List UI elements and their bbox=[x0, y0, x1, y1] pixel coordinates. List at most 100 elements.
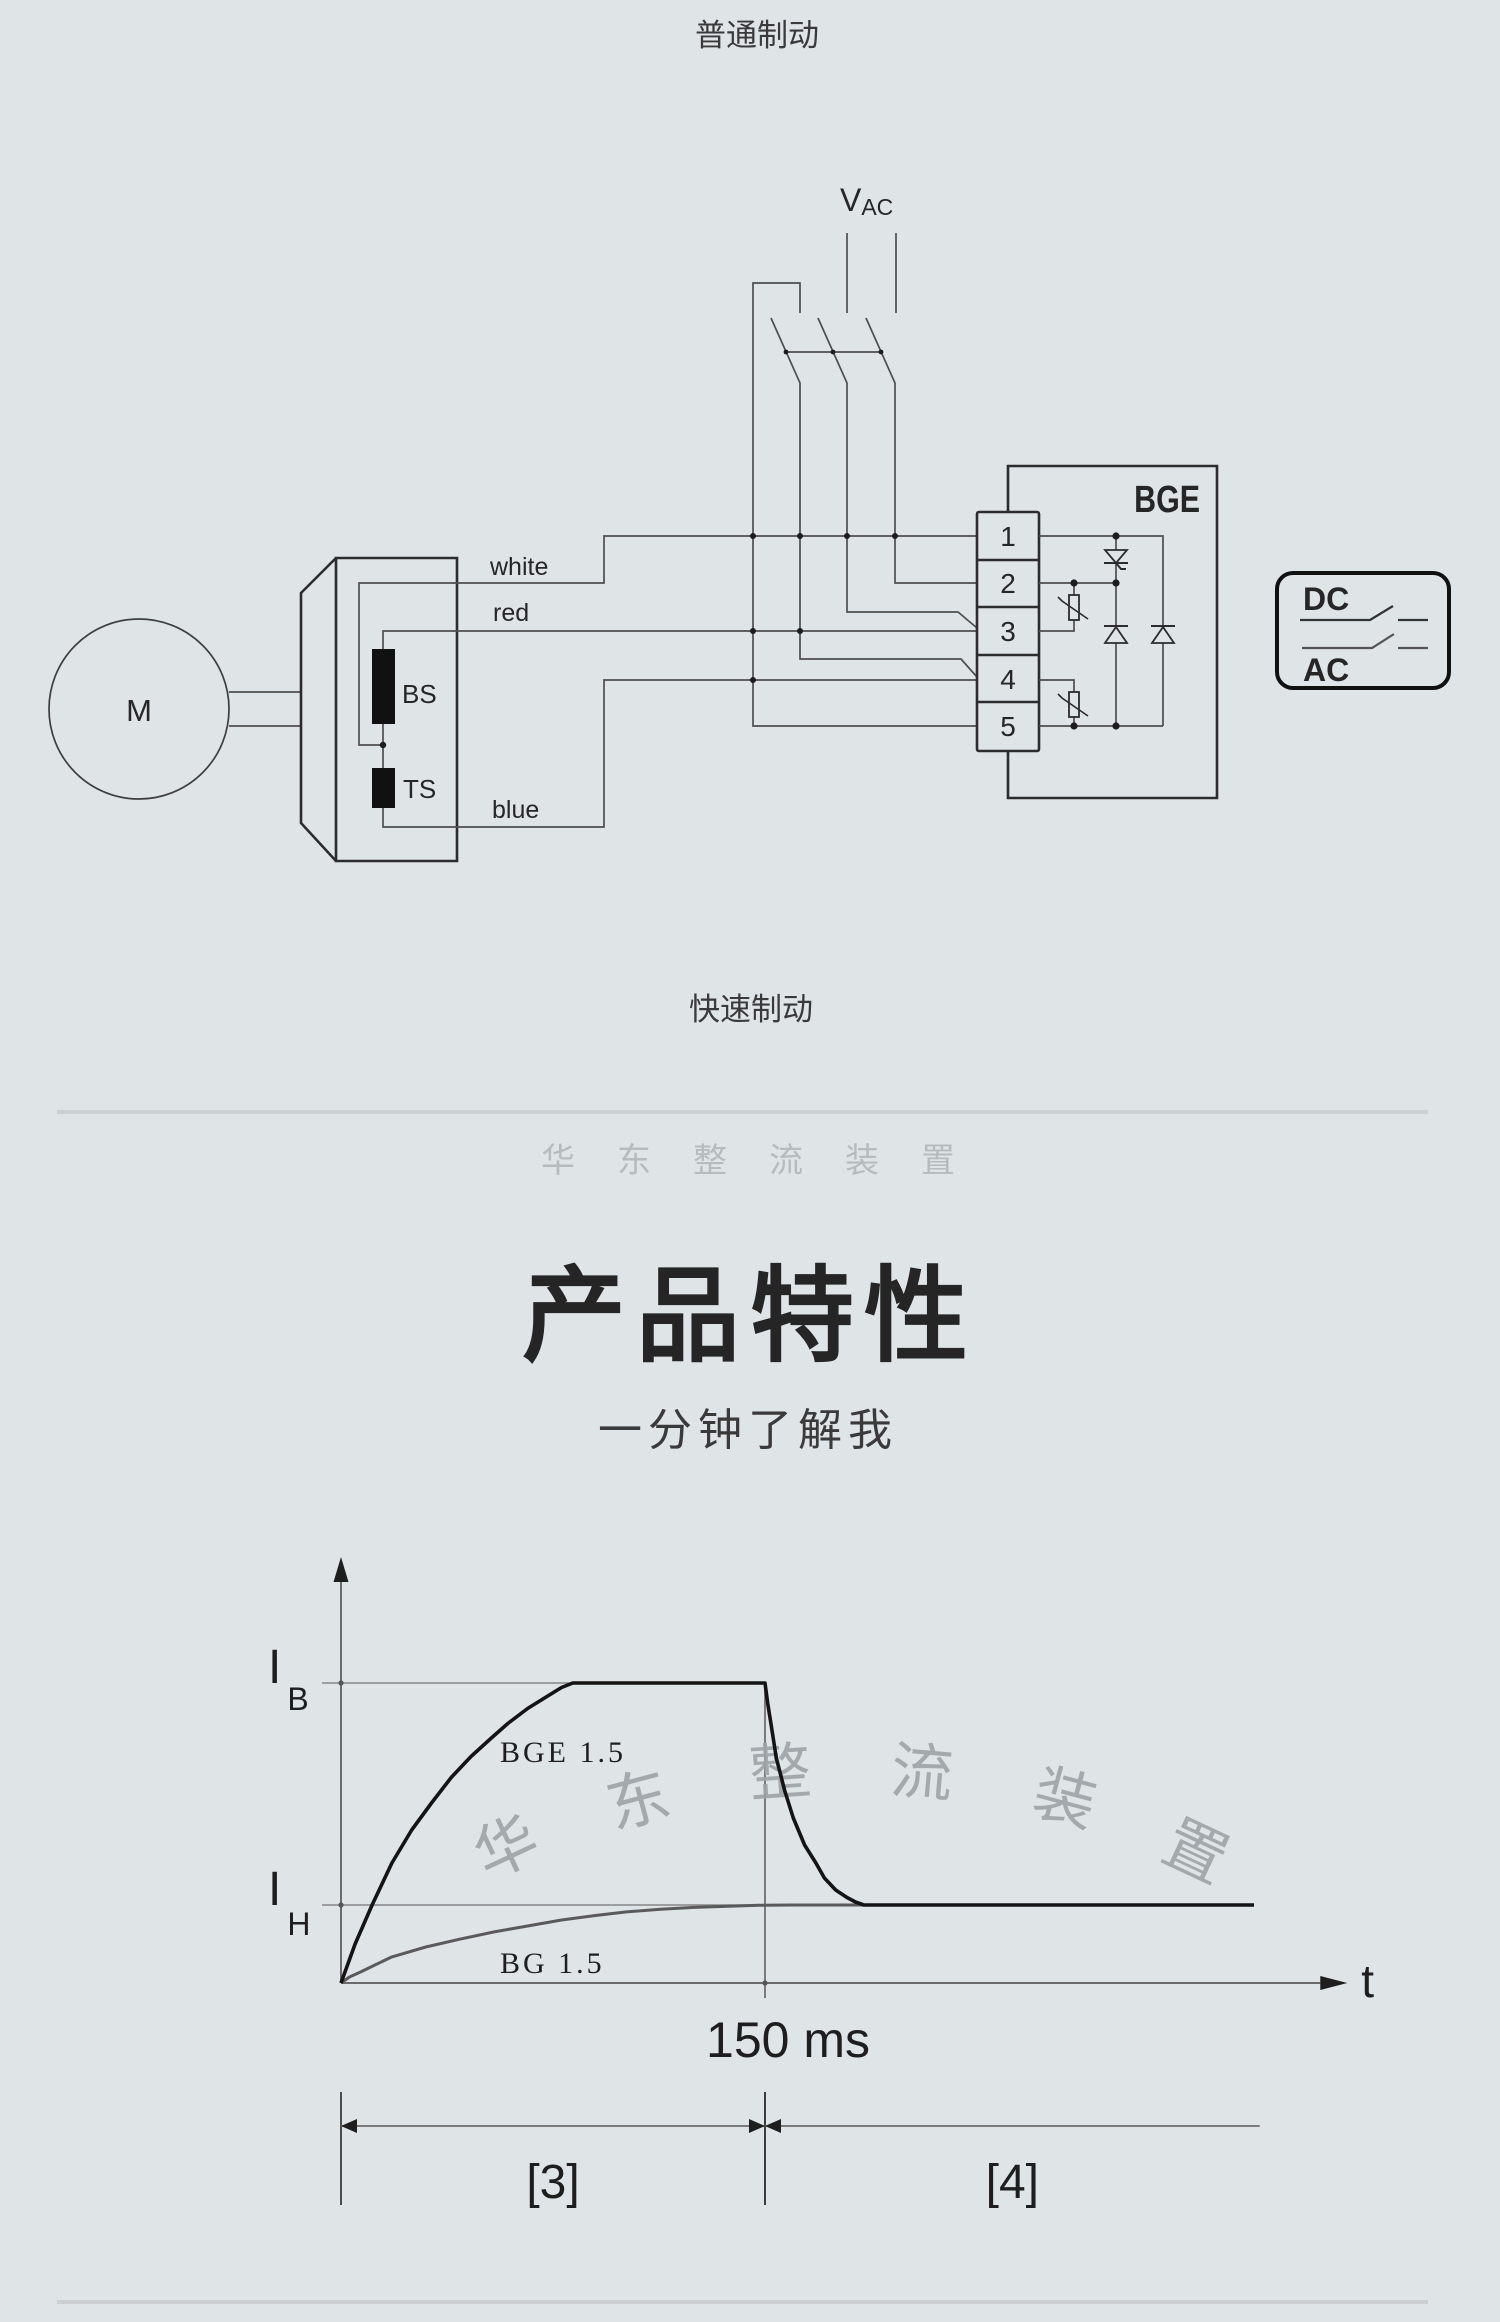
junction-dot bbox=[797, 533, 803, 539]
chart-axes bbox=[333, 1557, 1348, 1990]
features-subtitle: 一分钟了解我 bbox=[598, 1405, 898, 1456]
junction-dot bbox=[750, 628, 756, 634]
ib-symbol: I bbox=[268, 1641, 281, 1694]
reference-tick-ih bbox=[338, 1902, 344, 1908]
brake-housing-flange bbox=[299, 557, 337, 862]
junction-dot bbox=[1112, 532, 1120, 540]
brand-char: 东 bbox=[617, 1141, 651, 1181]
span-arrowhead bbox=[341, 2119, 357, 2133]
current-curve-chart: IB IH 华 东 整 流 装 置 BGE 1.5 BG 1.5 t 150 m… bbox=[268, 1557, 1374, 2209]
dc-ac-switching-icon: DC AC bbox=[1275, 571, 1451, 690]
diode-body bbox=[1103, 625, 1129, 644]
brand-char: 置 bbox=[921, 1141, 955, 1181]
switch-box-frame bbox=[1275, 571, 1451, 690]
watermark-char: 流 bbox=[888, 1733, 956, 1811]
span-label-3: [3] bbox=[526, 2156, 579, 2209]
junction-dot bbox=[1070, 579, 1078, 587]
series-label-bge-1-5: BGE 1.5 bbox=[500, 1736, 626, 1769]
linkage-dot bbox=[830, 349, 836, 355]
junction-dot bbox=[892, 533, 898, 539]
terminal-dividers bbox=[977, 558, 1039, 704]
brake-coil-ts bbox=[372, 768, 395, 808]
normal-brake-caption: 普通制动 bbox=[695, 18, 819, 54]
diode-icon bbox=[1103, 625, 1129, 644]
return-wire-terminal-5 bbox=[752, 282, 977, 727]
white-wire-label: white bbox=[489, 553, 548, 581]
white-wire bbox=[358, 535, 977, 746]
fast-brake-caption: 快速制动 bbox=[689, 992, 813, 1028]
thyristor-body bbox=[1103, 549, 1129, 565]
watermark-char: 华 bbox=[463, 1801, 550, 1893]
diode-icon bbox=[1150, 625, 1176, 644]
blue-wire-label: blue bbox=[492, 796, 539, 824]
span-arrowhead bbox=[765, 2119, 781, 2133]
varistor-icon bbox=[1057, 691, 1089, 718]
terminal-5-label: 5 bbox=[1000, 711, 1016, 742]
y-axis-arrowhead bbox=[333, 1557, 349, 1582]
brand-char: 流 bbox=[769, 1141, 803, 1181]
blue-wire bbox=[382, 679, 977, 828]
brake-coil-bs bbox=[372, 649, 395, 724]
switch-pole-1-wire bbox=[770, 317, 978, 678]
red-wire-label: red bbox=[493, 599, 529, 627]
supply-voltage-label: VAC bbox=[840, 182, 893, 220]
x-marker-tick bbox=[762, 1980, 768, 1986]
ih-label: IH bbox=[268, 1863, 310, 1942]
watermark-char: 置 bbox=[1152, 1805, 1239, 1897]
diode-body bbox=[1150, 625, 1176, 644]
linkage-dot bbox=[783, 349, 789, 355]
linkage-dot bbox=[878, 349, 884, 355]
brake-housing bbox=[334, 556, 459, 863]
ih-symbol: I bbox=[268, 1863, 281, 1916]
motor-label: M bbox=[126, 693, 152, 728]
terminal-4-label: 4 bbox=[1000, 664, 1016, 695]
motor-symbol bbox=[48, 618, 230, 800]
junction-dot bbox=[844, 533, 850, 539]
dc-switch-contact bbox=[1300, 605, 1428, 622]
span-label-4: [4] bbox=[986, 2156, 1039, 2209]
brand-char: 装 bbox=[845, 1141, 879, 1181]
ib-label: IB bbox=[268, 1641, 309, 1717]
watermark-char: 装 bbox=[1025, 1755, 1104, 1842]
x-axis-arrowhead bbox=[1320, 1976, 1348, 1990]
junction-dot bbox=[1112, 579, 1120, 587]
junction-dot bbox=[750, 533, 756, 539]
varistor-body bbox=[1068, 594, 1080, 621]
features-title: 产品特性 bbox=[522, 1255, 978, 1377]
coil-ts-label: TS bbox=[403, 774, 436, 804]
chart-duration-spans bbox=[340, 2092, 1260, 2205]
junction-dot bbox=[1070, 722, 1078, 730]
varistor-icon bbox=[1057, 594, 1089, 621]
supply-voltage-symbol: V bbox=[840, 182, 862, 218]
junction-dot bbox=[797, 628, 803, 634]
switch-pole-3-wire bbox=[865, 317, 977, 584]
thyristor-icon bbox=[1103, 549, 1129, 570]
ib-subscript: B bbox=[287, 1681, 308, 1717]
terminal-2-label: 2 bbox=[1000, 568, 1016, 599]
terminal-3-label: 3 bbox=[1000, 616, 1016, 647]
brand-divider-text: 华 东 整 流 装 置 bbox=[541, 1141, 955, 1181]
varistor-slash bbox=[1057, 693, 1089, 717]
ih-subscript: H bbox=[287, 1906, 310, 1942]
internal-wire-terminal-1 bbox=[1039, 535, 1164, 726]
coil-bs-label: BS bbox=[402, 679, 437, 709]
chart-series bbox=[339, 1681, 1254, 1985]
reference-tick-ib bbox=[338, 1680, 344, 1686]
junction-dot bbox=[750, 677, 756, 683]
brand-char: 整 bbox=[693, 1141, 727, 1181]
switch-box-dc-label: DC bbox=[1303, 581, 1349, 617]
series-label-bg-1-5: BG 1.5 bbox=[500, 1947, 605, 1980]
terminal-1-label: 1 bbox=[1000, 521, 1016, 552]
x-marker-label: 150 ms bbox=[706, 2012, 870, 2068]
x-axis-label: t bbox=[1361, 1955, 1374, 2007]
thyristor-bar bbox=[1104, 562, 1128, 570]
brand-char: 华 bbox=[541, 1141, 575, 1181]
switch-box-ac-label: AC bbox=[1303, 652, 1349, 688]
junction-dot bbox=[379, 741, 387, 749]
varistor-body bbox=[1068, 691, 1080, 718]
supply-voltage-subscript: AC bbox=[861, 194, 893, 220]
varistor-slash bbox=[1057, 596, 1089, 620]
switch-pole-2-wire bbox=[817, 317, 978, 629]
